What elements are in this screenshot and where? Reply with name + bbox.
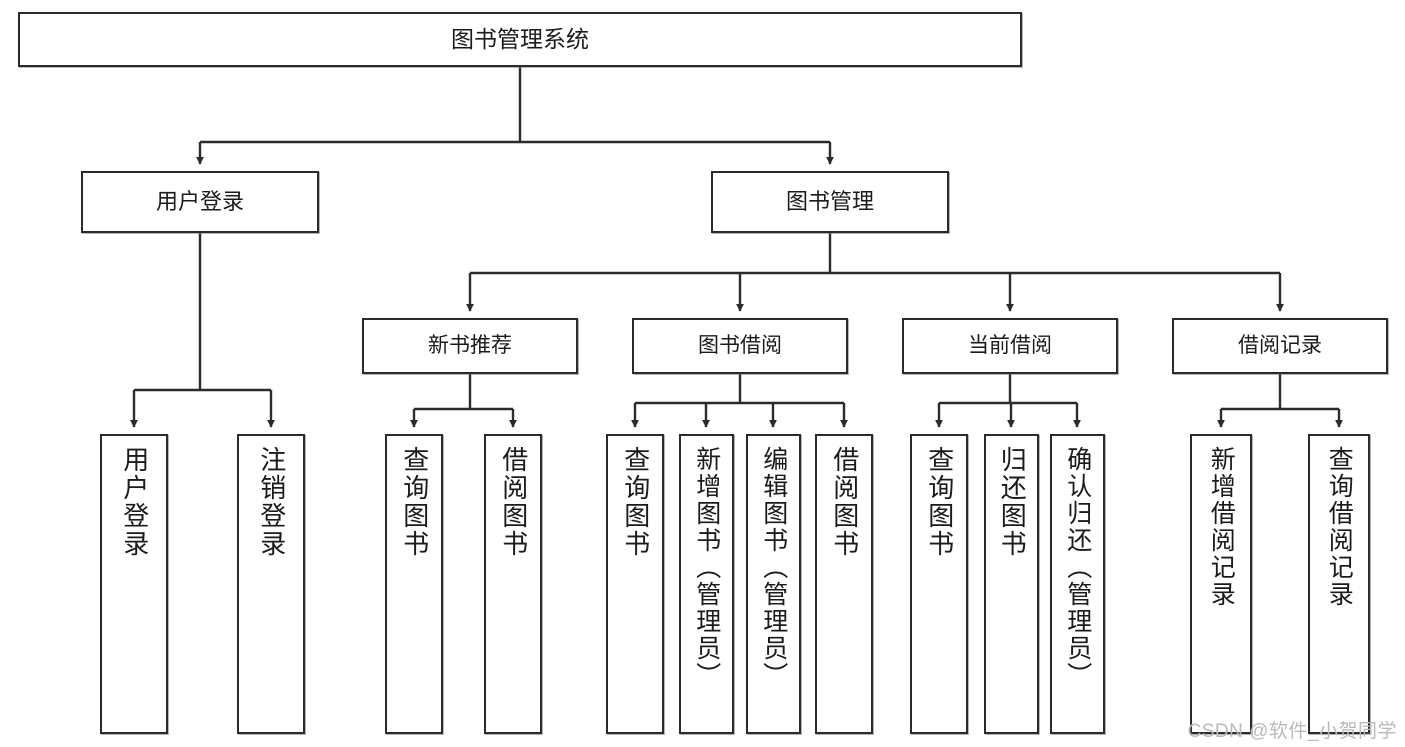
node-leaf-user-login-label: 用户登录 [119,446,150,558]
node-leaf-borrow-book-label: 借阅图书 [829,446,860,558]
node-leaf-query-book-new[interactable]: 查询图书 [385,434,443,734]
node-leaf-borrow-book-new-label: 借阅图书 [498,446,529,558]
node-leaf-logout[interactable]: 注销登录 [237,434,305,734]
node-level3-current-borrow[interactable]: 当前借阅 [902,318,1118,374]
node-leaf-edit-book-admin-label: 编辑图书（管理员） [759,446,788,689]
node-leaf-user-login[interactable]: 用户登录 [100,434,168,734]
node-leaf-query-book-current-label: 查询图书 [924,446,955,558]
node-level2-book-management[interactable]: 图书管理 [711,171,949,233]
node-leaf-return-book[interactable]: 归还图书 [984,434,1039,734]
node-leaf-query-borrow-record[interactable]: 查询借阅记录 [1308,434,1370,734]
node-leaf-borrow-book-new[interactable]: 借阅图书 [484,434,542,734]
node-leaf-query-borrow-record-label: 查询借阅记录 [1325,446,1354,608]
node-leaf-add-borrow-record[interactable]: 新增借阅记录 [1190,434,1252,734]
node-level3-borrow-record-label: 借阅记录 [1238,333,1322,357]
node-level3-book-borrow-label: 图书借阅 [698,333,782,357]
node-leaf-query-book-new-label: 查询图书 [399,446,430,558]
node-level3-borrow-record[interactable]: 借阅记录 [1172,318,1388,374]
node-leaf-confirm-return-admin[interactable]: 确认归还（管理员） [1050,434,1105,734]
node-root-label: 图书管理系统 [451,25,589,52]
node-leaf-borrow-book[interactable]: 借阅图书 [815,434,873,734]
node-leaf-edit-book-admin[interactable]: 编辑图书（管理员） [746,434,801,734]
node-level3-book-borrow[interactable]: 图书借阅 [632,318,848,374]
node-root[interactable]: 图书管理系统 [18,12,1022,67]
node-level2-user-login[interactable]: 用户登录 [81,171,319,233]
watermark: CSDN @软件_小贺同学 [1187,721,1397,742]
node-leaf-add-book-admin[interactable]: 新增图书（管理员） [679,434,734,734]
node-level2-user-login-label: 用户登录 [155,189,244,215]
node-level3-new-book-recommend-label: 新书推荐 [428,333,512,357]
node-leaf-return-book-label: 归还图书 [997,446,1028,558]
node-level3-current-borrow-label: 当前借阅 [968,333,1052,357]
node-leaf-confirm-return-admin-label: 确认归还（管理员） [1063,446,1092,689]
node-level3-new-book-recommend[interactable]: 新书推荐 [362,318,578,374]
node-leaf-query-book-borrow-label: 查询图书 [620,446,651,558]
node-leaf-add-borrow-record-label: 新增借阅记录 [1207,446,1236,608]
node-leaf-logout-label: 注销登录 [256,446,287,558]
node-leaf-query-book-borrow[interactable]: 查询图书 [606,434,664,734]
node-leaf-add-book-admin-label: 新增图书（管理员） [692,446,721,689]
node-leaf-query-book-current[interactable]: 查询图书 [910,434,968,734]
node-level2-book-management-label: 图书管理 [785,189,874,215]
